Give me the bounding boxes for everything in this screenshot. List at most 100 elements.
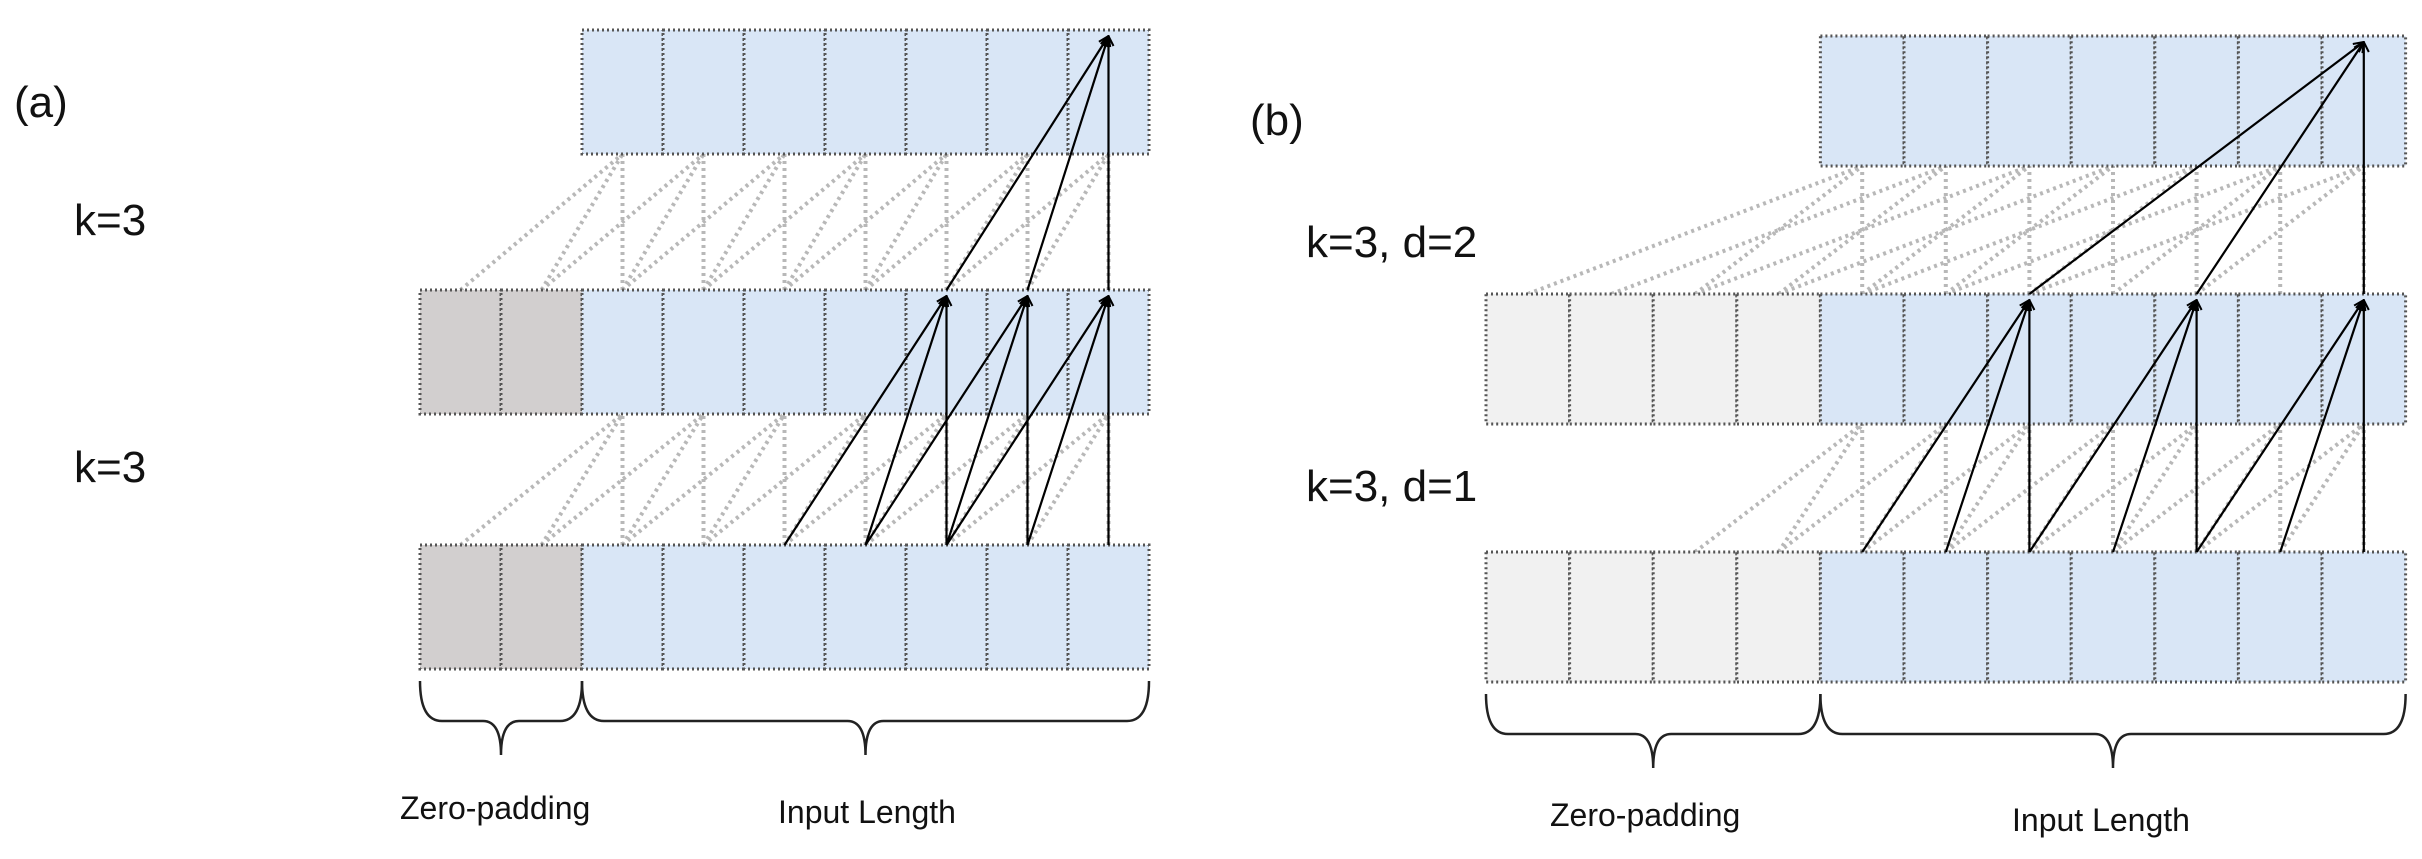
dotted-connection: [944, 152, 1030, 292]
input-cell: [985, 543, 1070, 671]
active-arrow: [2195, 42, 2364, 295]
dotted-connection: [2195, 422, 2366, 554]
panel-b-diagram: [1484, 34, 2408, 769]
panel-b-input-length-label: Input Length: [2012, 802, 2190, 838]
output-cell: [2153, 34, 2240, 168]
dotted-connection: [702, 152, 867, 292]
panel-b-label: (b): [1250, 96, 1304, 145]
dotted-connection: [944, 412, 1030, 547]
dotted-connection: [2111, 164, 2282, 296]
padding-cell: [1735, 292, 1822, 426]
active-arrow: [2279, 300, 2364, 553]
dotted-connection: [620, 152, 706, 292]
dotted-connection: [863, 152, 949, 292]
output-cell: [823, 28, 908, 156]
output-cell: [2069, 34, 2157, 168]
padding-cell: [1484, 292, 1572, 426]
dotted-connection: [1527, 164, 1863, 296]
output-cell: [661, 28, 746, 156]
output-cell: [580, 28, 665, 156]
input-cell: [823, 543, 908, 671]
hidden-cell: [742, 288, 827, 416]
input-cell: [1986, 550, 2073, 684]
dotted-connection: [701, 412, 787, 547]
hidden-cell: [580, 288, 665, 416]
input-cell: [580, 543, 665, 671]
panel-a-lower-layer-label: k=3: [74, 443, 147, 492]
panel-a-input-length-label: Input Length: [778, 794, 956, 830]
hidden-cell: [661, 288, 746, 416]
output-cell: [1986, 34, 2073, 168]
input-length-brace: [580, 680, 1151, 756]
input-cell: [661, 543, 746, 671]
hidden-cell: [1818, 292, 1906, 426]
input-cell: [2236, 550, 2324, 684]
padding-cell: [418, 543, 503, 671]
dotted-connection: [1860, 164, 2031, 296]
active-arrow: [2111, 300, 2197, 553]
input-cell: [1066, 543, 1151, 671]
active-arrow: [1944, 300, 2030, 553]
dotted-connection: [782, 412, 868, 547]
dotted-connection: [2278, 422, 2366, 554]
input-length-brace: [1819, 693, 2407, 769]
dotted-connection: [2195, 164, 2366, 296]
dotted-connection: [1693, 164, 1864, 296]
active-arrow: [783, 296, 947, 546]
dotted-connection: [2111, 422, 2199, 554]
active-arrow: [1861, 300, 2029, 553]
output-cell: [742, 28, 827, 156]
dotted-connection: [701, 152, 787, 292]
active-arrow: [945, 296, 1028, 546]
dotted-connection: [1944, 422, 2032, 554]
dotted-connection: [540, 152, 705, 292]
dotted-connection: [1860, 422, 2031, 554]
active-arrow: [864, 296, 947, 546]
output-cell: [2236, 34, 2324, 168]
output-cell: [904, 28, 989, 156]
input-cell: [2153, 550, 2240, 684]
input-cell: [742, 543, 827, 671]
dotted-connection: [782, 152, 868, 292]
input-cell: [1902, 550, 1990, 684]
dotted-connection: [1693, 422, 1864, 554]
panel-a-upper-layer-label: k=3: [74, 196, 147, 245]
dotted-connection: [539, 152, 625, 292]
dotted-connection: [864, 152, 1029, 292]
panel-b-zero-padding-label: Zero-padding: [1550, 797, 1741, 833]
panel-a-zero-padding-label: Zero-padding: [400, 790, 591, 826]
active-arrow: [2028, 300, 2196, 553]
output-cell: [985, 28, 1070, 156]
dotted-connection: [1777, 422, 1948, 554]
dotted-connection: [539, 412, 625, 547]
dotted-connection: [459, 412, 624, 547]
panel-a-diagram: [418, 28, 1151, 756]
dotted-connection: [863, 412, 949, 547]
dotted-connection: [1776, 422, 1864, 554]
dotted-connection: [783, 152, 948, 292]
dotted-connection: [1777, 164, 1948, 296]
hidden-cell: [2069, 292, 2157, 426]
panel-a-label: (a): [14, 78, 68, 127]
zero-padding-brace: [1484, 693, 1822, 769]
hidden-cell: [1902, 292, 1990, 426]
padding-cell: [1568, 550, 1655, 684]
padding-cell: [499, 543, 584, 671]
dotted-connection: [459, 152, 624, 292]
zero-padding-brace: [418, 680, 584, 756]
input-cell: [904, 543, 989, 671]
active-arrow: [945, 36, 1109, 291]
input-cell: [2320, 550, 2408, 684]
dotted-connection: [621, 152, 786, 292]
dotted-connection: [2028, 422, 2198, 554]
dotted-connection: [1944, 164, 2115, 296]
hidden-cell: [823, 288, 908, 416]
padding-cell: [1651, 292, 1739, 426]
dotted-connection: [1025, 152, 1111, 292]
padding-cell: [1735, 550, 1822, 684]
padding-cell: [1568, 292, 1655, 426]
active-arrow: [1026, 36, 1109, 291]
output-cell: [1818, 34, 1906, 168]
padding-cell: [499, 288, 584, 416]
panel-b-lower-layer-label: k=3, d=1: [1306, 462, 1478, 511]
